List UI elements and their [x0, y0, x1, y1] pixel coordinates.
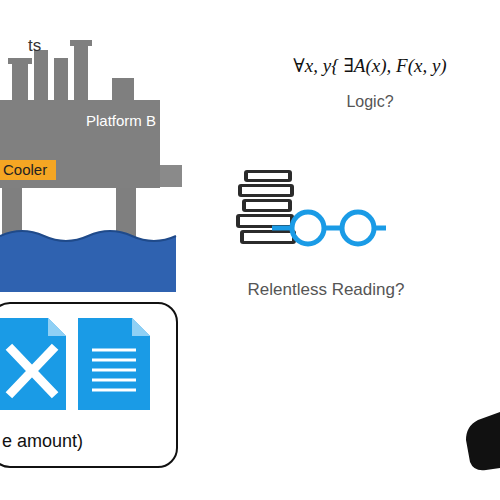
document-icon	[78, 318, 150, 410]
partial-icon	[466, 412, 500, 470]
books-icon	[236, 170, 296, 244]
sea	[0, 231, 176, 292]
glasses-icon	[272, 212, 386, 244]
logic-formula: ∀x, y{ ∃A(x), F(x, y)	[293, 54, 446, 77]
platform-leg	[116, 187, 136, 237]
equipment-tag: Cooler	[0, 160, 56, 180]
platform-leg	[2, 187, 22, 237]
caption-text: Logic?	[346, 93, 393, 111]
document-box: e amount)	[0, 302, 178, 468]
node-label: Platform B	[86, 112, 156, 129]
spreadsheet-icon	[0, 318, 66, 410]
platform-towers	[8, 40, 134, 104]
platform-deck: Platform B Cooler	[0, 100, 160, 188]
caption-text: Relentless Reading?	[248, 280, 405, 300]
node-label: Cooler	[3, 161, 47, 178]
partial-heading: ts	[28, 36, 41, 56]
node-label: e amount)	[2, 431, 83, 452]
wave	[0, 231, 176, 241]
